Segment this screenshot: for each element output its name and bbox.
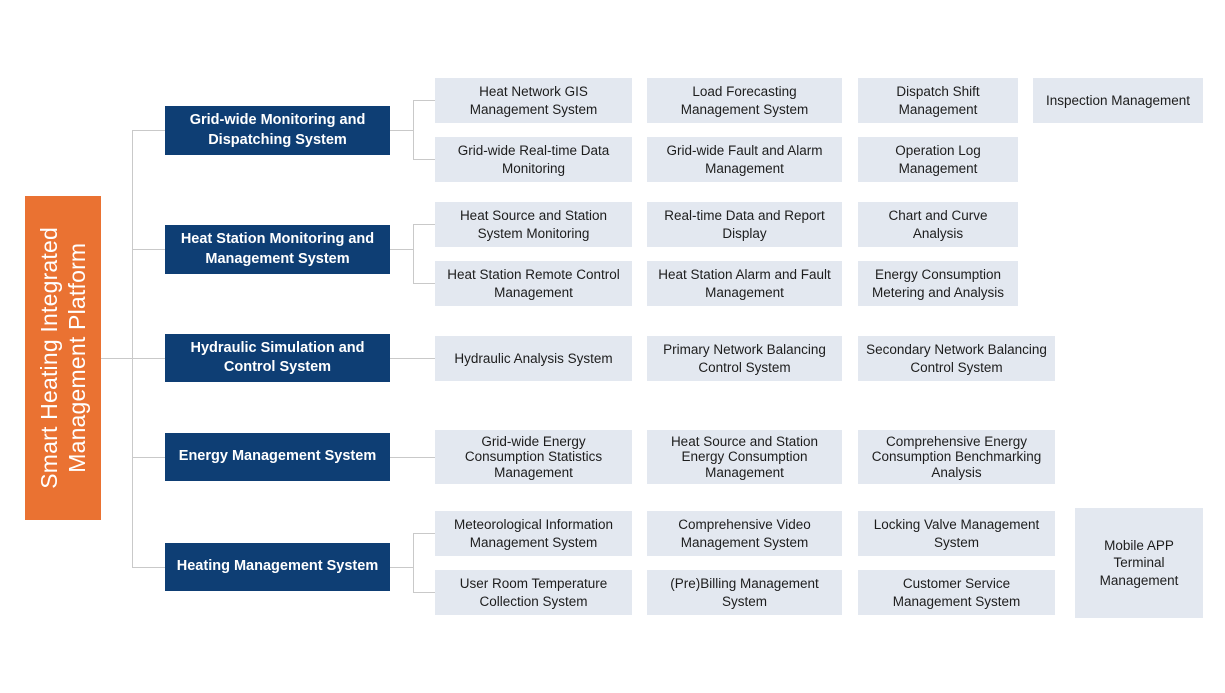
leaf-node-label: Operation Log Management xyxy=(895,143,981,176)
leaf-node-heat-network-gis-management-system[interactable]: Heat Network GIS Management System xyxy=(435,78,632,123)
leaf-node-label: Heat Network GIS Management System xyxy=(469,84,598,117)
connector-branch-5-row-1 xyxy=(413,533,435,534)
branch-node-label: Energy Management System xyxy=(178,448,377,465)
leaf-node-secondary-network-balancing-control-system[interactable]: Secondary Network Balancing Control Syst… xyxy=(858,336,1055,381)
leaf-node-label: Heat Source and Station Energy Consumpti… xyxy=(670,434,819,480)
branch-node-heat-station-monitoring-and-management-system[interactable]: Heat Station Monitoring and Management S… xyxy=(165,225,390,274)
leaf-node-label: Secondary Network Balancing Control Syst… xyxy=(866,342,1047,375)
leaf-node-heat-source-and-station-system-monitoring[interactable]: Heat Source and Station System Monitorin… xyxy=(435,202,632,247)
leaf-node-pre-billing-management-system[interactable]: (Pre)Billing Management System xyxy=(647,570,842,615)
connector-branch-2-stem xyxy=(390,249,414,250)
leaf-node-label: Energy Consumption Metering and Analysis xyxy=(871,267,1005,300)
connector-branch-1-stem xyxy=(390,130,414,131)
connector-branch-1-spine xyxy=(413,100,414,160)
leaf-node-label: Grid-wide Real-time Data Monitoring xyxy=(457,143,610,176)
connector-branch-4-stem xyxy=(390,457,435,458)
connector-branch-2-row-2 xyxy=(413,283,435,284)
leaf-node-grid-wide-fault-and-alarm-management[interactable]: Grid-wide Fault and Alarm Management xyxy=(647,137,842,182)
connector-root-stub xyxy=(101,358,133,359)
leaf-node-heat-source-and-station-energy-consumption-management[interactable]: Heat Source and Station Energy Consumpti… xyxy=(647,430,842,484)
connector-branch-5-stem xyxy=(390,567,414,568)
leaf-node-heat-station-remote-control-management[interactable]: Heat Station Remote Control Management xyxy=(435,261,632,306)
leaf-node-locking-valve-management-system[interactable]: Locking Valve Management System xyxy=(858,511,1055,556)
leaf-node-label: Heat Source and Station System Monitorin… xyxy=(459,208,608,241)
connector-branch-1-row-2 xyxy=(413,159,435,160)
leaf-node-label: Heat Station Alarm and Fault Management xyxy=(658,267,831,300)
branch-node-heating-management-system[interactable]: Heating Management System xyxy=(165,543,390,591)
connector-trunk-to-branch-5 xyxy=(132,567,165,568)
leaf-node-heat-station-alarm-and-fault-management[interactable]: Heat Station Alarm and Fault Management xyxy=(647,261,842,306)
leaf-node-label: Dispatch Shift Management xyxy=(896,84,980,117)
leaf-node-label: (Pre)Billing Management System xyxy=(670,576,819,609)
leaf-node-comprehensive-energy-consumption-benchmarking-analysis[interactable]: Comprehensive Energy Consumption Benchma… xyxy=(858,430,1055,484)
leaf-node-label: User Room Temperature Collection System xyxy=(459,576,608,609)
connector-trunk xyxy=(132,130,133,568)
connector-trunk-to-branch-4 xyxy=(132,457,165,458)
leaf-node-comprehensive-video-management-system[interactable]: Comprehensive Video Management System xyxy=(647,511,842,556)
leaf-node-load-forecasting-management-system[interactable]: Load Forecasting Management System xyxy=(647,78,842,123)
leaf-node-real-time-data-and-report-display[interactable]: Real-time Data and Report Display xyxy=(647,202,842,247)
leaf-node-label: Load Forecasting Management System xyxy=(680,84,809,117)
root-node-label: Smart Heating Integrated Management Plat… xyxy=(35,227,90,489)
branch-node-energy-management-system[interactable]: Energy Management System xyxy=(165,433,390,481)
connector-trunk-to-branch-1 xyxy=(132,130,165,131)
connector-branch-2-spine xyxy=(413,224,414,284)
leaf-node-label: Inspection Management xyxy=(1045,92,1191,108)
leaf-node-customer-service-management-system[interactable]: Customer Service Management System xyxy=(858,570,1055,615)
connector-trunk-to-branch-3 xyxy=(132,358,165,359)
branch-node-label: Heat Station Monitoring and Management S… xyxy=(180,231,375,267)
leaf-node-mobile-app-terminal-management[interactable]: Mobile APP Terminal Management xyxy=(1075,508,1203,618)
connector-branch-2-row-1 xyxy=(413,224,435,225)
leaf-node-grid-wide-real-time-data-monitoring[interactable]: Grid-wide Real-time Data Monitoring xyxy=(435,137,632,182)
leaf-node-label: Customer Service Management System xyxy=(892,576,1021,609)
leaf-node-label: Chart and Curve Analysis xyxy=(888,208,988,241)
connector-branch-5-spine xyxy=(413,533,414,592)
leaf-node-operation-log-management[interactable]: Operation Log Management xyxy=(858,137,1018,182)
leaf-node-label: Meteorological Information Management Sy… xyxy=(453,517,614,550)
leaf-node-meteorological-information-management-system[interactable]: Meteorological Information Management Sy… xyxy=(435,511,632,556)
connector-branch-5-row-2 xyxy=(413,592,435,593)
leaf-node-dispatch-shift-management[interactable]: Dispatch Shift Management xyxy=(858,78,1018,123)
leaf-node-hydraulic-analysis-system[interactable]: Hydraulic Analysis System xyxy=(435,336,632,381)
leaf-node-grid-wide-energy-consumption-statistics-management[interactable]: Grid-wide Energy Consumption Statistics … xyxy=(435,430,632,484)
branch-node-grid-wide-monitoring-and-dispatching-system[interactable]: Grid-wide Monitoring and Dispatching Sys… xyxy=(165,106,390,155)
leaf-node-label: Heat Station Remote Control Management xyxy=(447,267,620,300)
branch-node-hydraulic-simulation-and-control-system[interactable]: Hydraulic Simulation and Control System xyxy=(165,334,390,382)
leaf-node-energy-consumption-metering-and-analysis[interactable]: Energy Consumption Metering and Analysis xyxy=(858,261,1018,306)
leaf-node-label: Real-time Data and Report Display xyxy=(664,208,825,241)
leaf-node-label: Mobile APP Terminal Management xyxy=(1099,538,1179,588)
leaf-node-primary-network-balancing-control-system[interactable]: Primary Network Balancing Control System xyxy=(647,336,842,381)
branch-node-label: Grid-wide Monitoring and Dispatching Sys… xyxy=(189,112,366,148)
leaf-node-label: Grid-wide Fault and Alarm Management xyxy=(666,143,823,176)
leaf-node-chart-and-curve-analysis[interactable]: Chart and Curve Analysis xyxy=(858,202,1018,247)
leaf-node-label: Comprehensive Energy Consumption Benchma… xyxy=(871,434,1042,480)
connector-trunk-to-branch-2 xyxy=(132,249,165,250)
connector-branch-1-row-1 xyxy=(413,100,435,101)
connector-branch-3-stem xyxy=(390,358,435,359)
leaf-node-label: Comprehensive Video Management System xyxy=(678,517,811,550)
leaf-node-label: Grid-wide Energy Consumption Statistics … xyxy=(464,434,603,480)
root-node-smart-heating-platform[interactable]: Smart Heating Integrated Management Plat… xyxy=(25,196,101,520)
leaf-node-label: Hydraulic Analysis System xyxy=(454,350,613,366)
leaf-node-user-room-temperature-collection-system[interactable]: User Room Temperature Collection System xyxy=(435,570,632,615)
leaf-node-label: Primary Network Balancing Control System xyxy=(663,342,826,375)
branch-node-label: Heating Management System xyxy=(176,558,379,575)
leaf-node-label: Locking Valve Management System xyxy=(873,517,1040,550)
leaf-node-inspection-management[interactable]: Inspection Management xyxy=(1033,78,1203,123)
branch-node-label: Hydraulic Simulation and Control System xyxy=(190,339,365,375)
